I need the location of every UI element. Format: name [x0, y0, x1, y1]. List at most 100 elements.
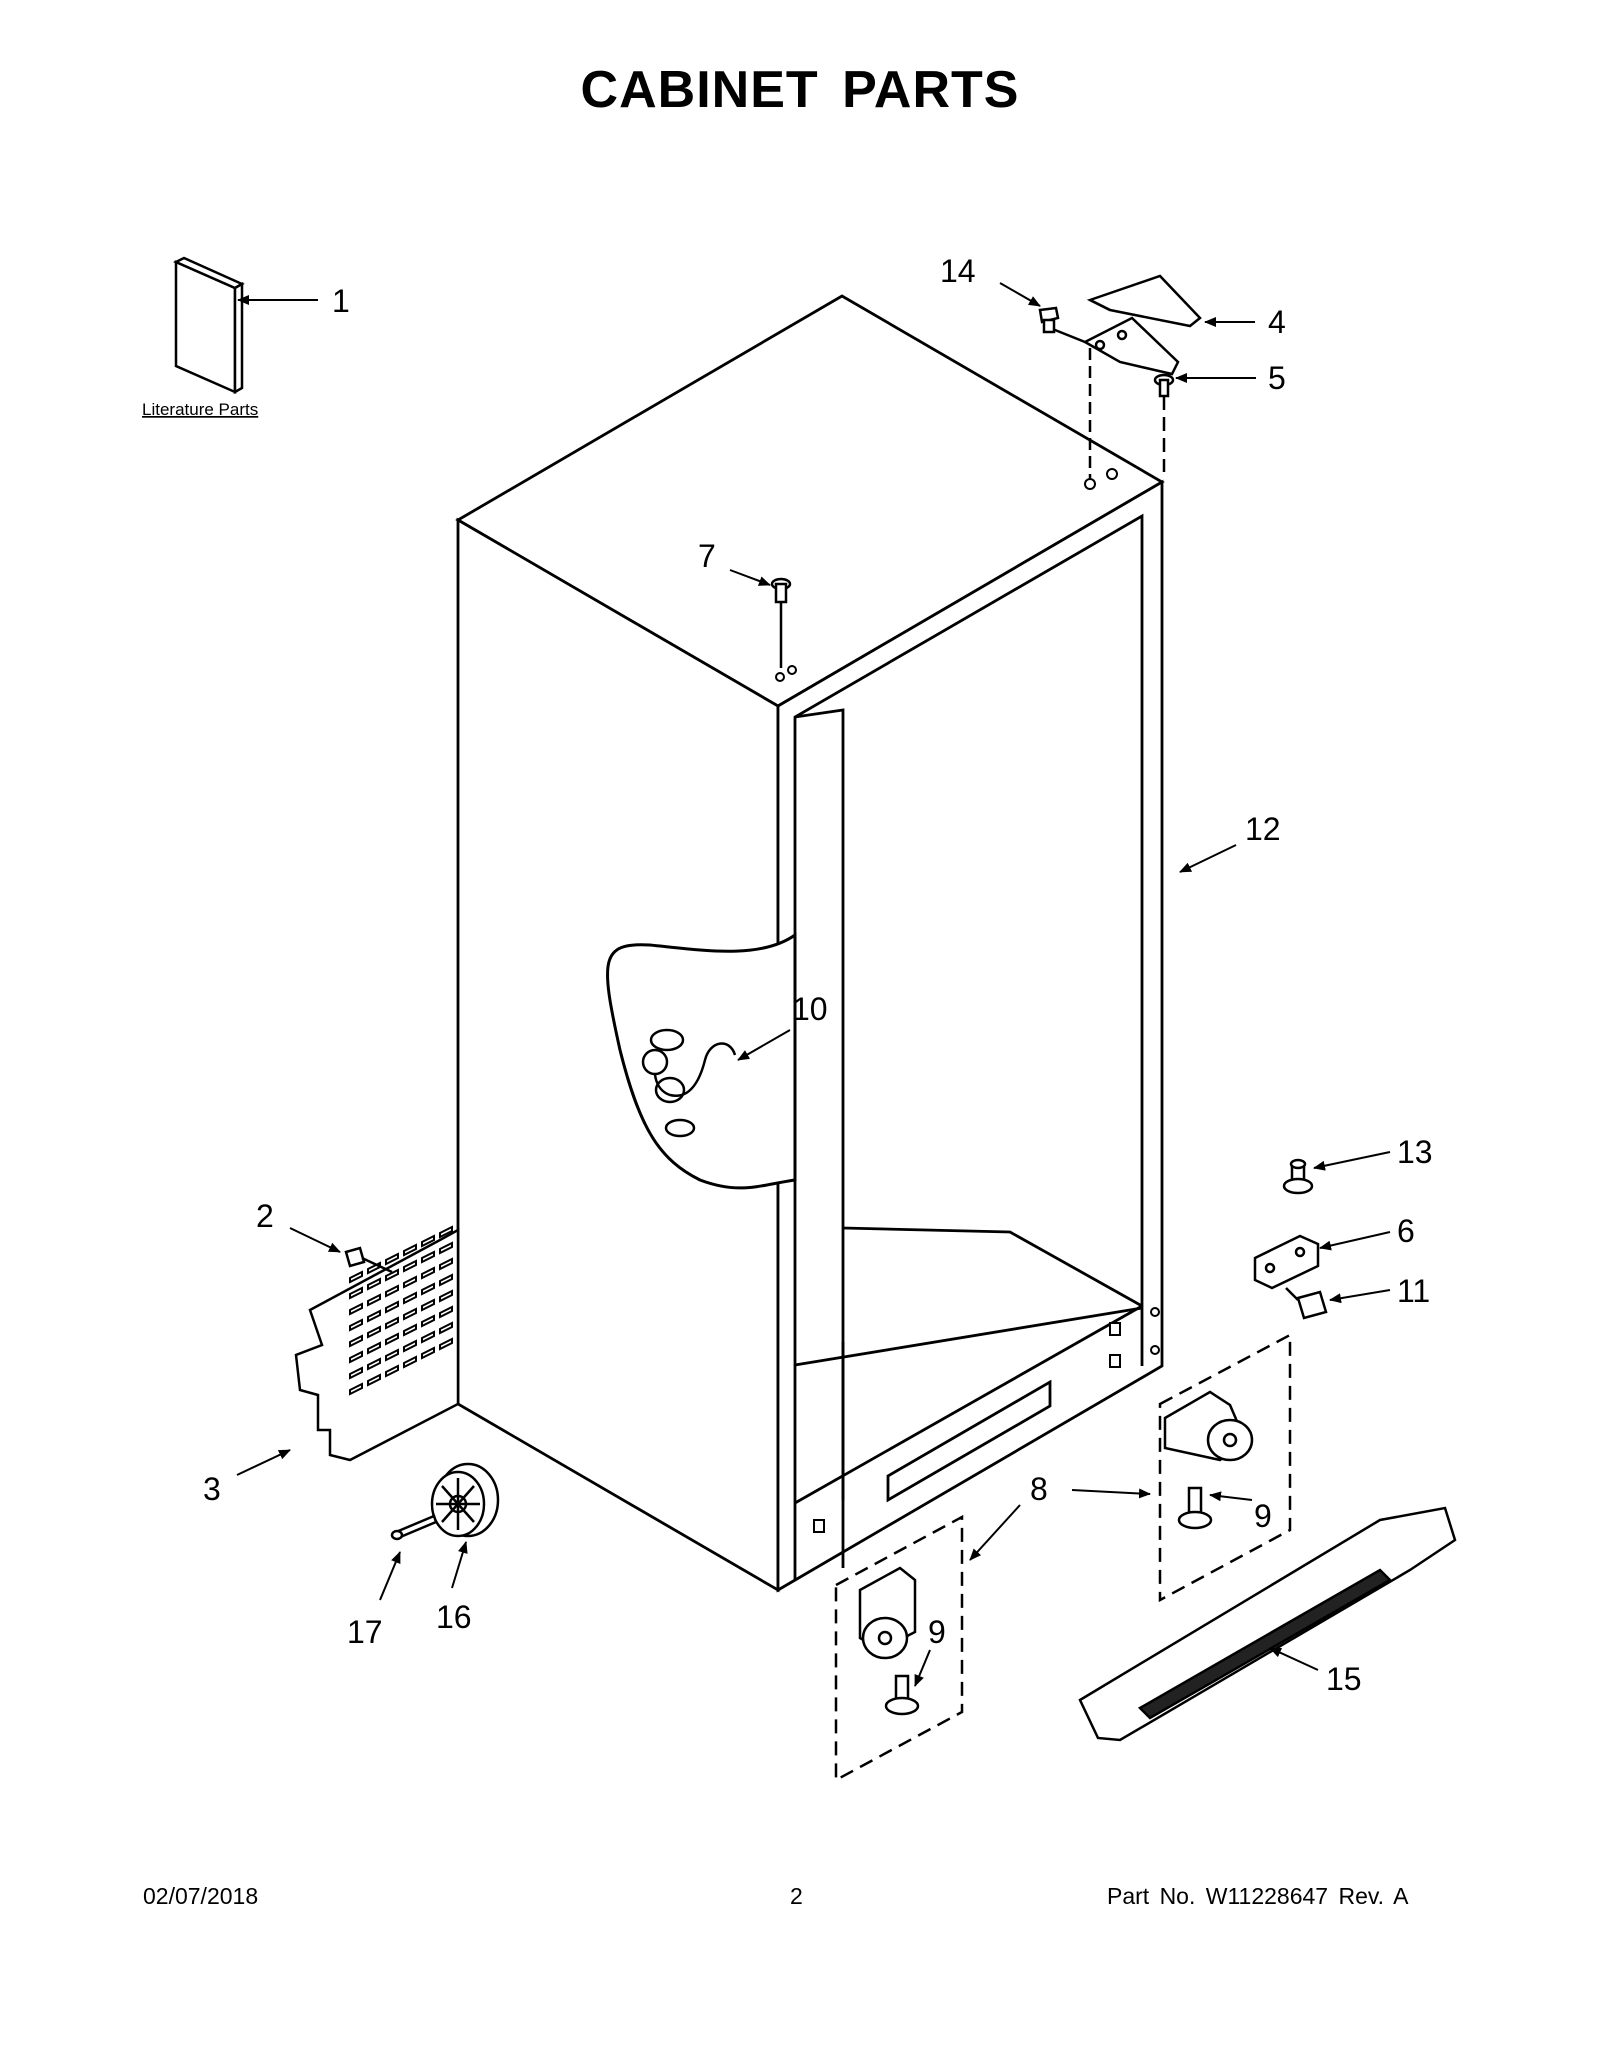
- bracket-screw-top: [1282, 1158, 1314, 1195]
- literature-booklet: [173, 256, 245, 395]
- vent-slot: [421, 1346, 435, 1360]
- callout-7: 7: [698, 538, 716, 574]
- vent-slot: [403, 1307, 417, 1321]
- vent-slot: [349, 1366, 363, 1380]
- roller-box-left: [834, 1514, 964, 1783]
- leveling-leg-left: [884, 1674, 920, 1716]
- vent-slot: [385, 1284, 399, 1298]
- leader-9b: [1209, 1491, 1253, 1502]
- leader-14: [999, 282, 1041, 307]
- callout-9-right: 9: [1254, 1498, 1272, 1534]
- footer-part-number: Part No. W11228647 Rev. A: [1107, 1883, 1409, 1909]
- leader-7: [729, 569, 771, 586]
- vent-slot: [421, 1234, 435, 1248]
- vent-slot: [439, 1321, 453, 1335]
- leader-6: [1319, 1231, 1391, 1251]
- vent-slot: [349, 1350, 363, 1364]
- vent-slot: [367, 1293, 381, 1307]
- vent-slot: [367, 1341, 381, 1355]
- vent-slot: [367, 1309, 381, 1323]
- vent-slot: [385, 1316, 399, 1330]
- vent-slot: [349, 1318, 363, 1332]
- vent-slot: [439, 1257, 453, 1271]
- callout-12: 12: [1245, 811, 1281, 847]
- roller-left: [858, 1566, 917, 1660]
- vent-slot: [439, 1273, 453, 1287]
- callout-10: 10: [792, 991, 828, 1027]
- leader-3: [236, 1449, 291, 1476]
- leader-2: [289, 1227, 341, 1253]
- base-grille: [1078, 1506, 1457, 1742]
- hinge-pin: [1153, 373, 1175, 472]
- vent-slot: [403, 1355, 417, 1369]
- vent-slot: [439, 1305, 453, 1319]
- hinge-cover: [1086, 274, 1202, 328]
- roller-right: [1163, 1390, 1254, 1462]
- vent-slot: [385, 1268, 399, 1282]
- vent-slot: [421, 1282, 435, 1296]
- callout-13: 13: [1397, 1134, 1433, 1170]
- roller-box-right: [1158, 1332, 1292, 1603]
- vent-slot: [349, 1302, 363, 1316]
- vent-slot: [385, 1364, 399, 1378]
- vent-slot: [403, 1259, 417, 1273]
- vent-slot: [385, 1332, 399, 1346]
- cabinet: [455, 294, 1165, 1593]
- vent-slot: [403, 1291, 417, 1305]
- vent-slot: [367, 1357, 381, 1371]
- vent-slot: [421, 1250, 435, 1264]
- drain-cutaway: [606, 932, 797, 1190]
- callout-17: 17: [347, 1614, 383, 1650]
- vent-slot: [349, 1286, 363, 1300]
- vent-slot: [421, 1266, 435, 1280]
- drain-tube: [641, 1028, 737, 1138]
- literature-parts-label: Literature Parts: [142, 400, 258, 419]
- leader-13: [1313, 1151, 1391, 1171]
- callout-15: 15: [1326, 1661, 1362, 1697]
- leveling-leg-right: [1177, 1486, 1213, 1530]
- leader-16: [451, 1541, 468, 1589]
- page-title: CABINET PARTS: [580, 61, 1020, 119]
- vent-slot: [349, 1270, 363, 1284]
- vent-slot: [385, 1300, 399, 1314]
- leader-17: [379, 1551, 401, 1601]
- vent-slot: [421, 1298, 435, 1312]
- vent-slot: [367, 1373, 381, 1387]
- leader-12: [1179, 844, 1237, 873]
- footer-date: 02/07/2018: [143, 1883, 259, 1909]
- top-hinge-bracket: [1049, 316, 1180, 478]
- vent-slot: [349, 1382, 363, 1396]
- vent-slot: [367, 1277, 381, 1291]
- vent-slot: [385, 1252, 399, 1266]
- callout-14: 14: [940, 253, 976, 289]
- vent-slot: [367, 1325, 381, 1339]
- vent-slot: [421, 1330, 435, 1344]
- footer-page-number: 2: [790, 1883, 803, 1909]
- bracket-screw-side: [1285, 1287, 1328, 1320]
- vent-slot: [439, 1225, 453, 1239]
- vent-slot: [385, 1348, 399, 1362]
- callout-5: 5: [1268, 360, 1286, 396]
- leader-15: [1269, 1647, 1319, 1671]
- callout-16: 16: [436, 1599, 472, 1635]
- caster-wheel: [430, 1462, 500, 1538]
- cabinet-screw-holes: [775, 468, 1160, 1533]
- callout-4: 4: [1268, 304, 1286, 340]
- vent-slot: [403, 1275, 417, 1289]
- leader-8-right: [1071, 1488, 1151, 1499]
- vent-slot: [403, 1243, 417, 1257]
- callout-9-left: 9: [928, 1614, 946, 1650]
- leader-10: [737, 1029, 791, 1061]
- roller-bracket: [1253, 1234, 1320, 1290]
- callout-1: 1: [332, 283, 350, 319]
- vent-slot: [439, 1289, 453, 1303]
- vent-slot: [403, 1323, 417, 1337]
- vent-slot: [349, 1334, 363, 1348]
- callout-11: 11: [1397, 1273, 1430, 1309]
- callout-2: 2: [256, 1198, 274, 1234]
- hinge-screw: [1038, 306, 1060, 334]
- panel-screw: [344, 1246, 393, 1274]
- leader-11: [1329, 1289, 1391, 1304]
- callout-6: 6: [1397, 1213, 1415, 1249]
